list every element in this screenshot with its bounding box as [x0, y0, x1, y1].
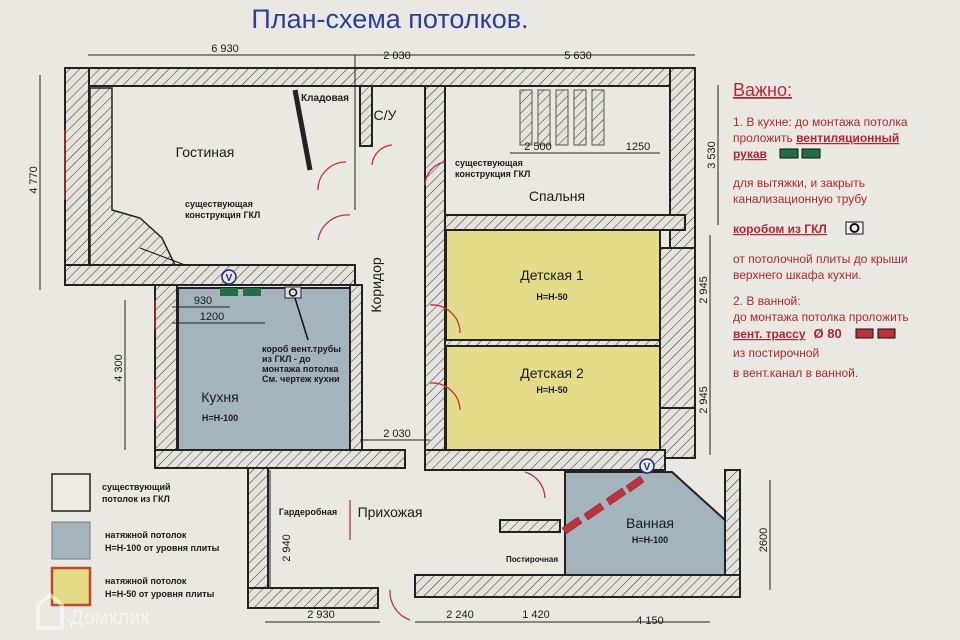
notes-heading: Важно: — [733, 80, 792, 100]
vent-route-red — [561, 475, 645, 535]
pipe-box-icon — [284, 286, 302, 299]
svg-text:натяжной потолок: натяжной потолок — [105, 576, 187, 586]
room-corridor: Коридор — [368, 257, 384, 313]
vent-route-red-icon — [855, 328, 874, 339]
svg-text:проложить вентиляционный: проложить вентиляционный — [733, 131, 899, 145]
svg-text:верхнего шкафа кухни.: верхнего шкафа кухни. — [733, 268, 862, 282]
dim-kitchen-2: 1200 — [200, 311, 224, 323]
svg-text:существующий: существующий — [102, 482, 171, 492]
room-hall: Прихожая — [358, 504, 423, 520]
svg-text:из ГКЛ - до: из ГКЛ - до — [262, 354, 311, 364]
vent-duct-green-icon — [220, 288, 238, 296]
page-title: План-схема потолков. — [251, 4, 528, 34]
existing-gkl-construction — [89, 87, 177, 266]
svg-text:потолок из ГКЛ: потолок из ГКЛ — [102, 494, 170, 504]
dim-bedroom-2: 1250 — [626, 141, 650, 153]
existing-construction-label: существующая — [455, 158, 523, 168]
svg-text:2. В ванной:: 2. В ванной: — [733, 294, 801, 308]
dim-left-1: 4 770 — [28, 166, 40, 194]
svg-text:монтажа потолка: монтажа потолка — [262, 364, 339, 374]
legend: существующий потолок из ГКЛ натяжной пот… — [50, 473, 220, 607]
kids2-ceiling — [445, 345, 661, 451]
vent-marker-icon — [221, 269, 237, 285]
room-laundry: Постирочная — [506, 555, 558, 564]
svg-text:H=H-50 от уровня плиты: H=H-50 от уровня плиты — [105, 589, 215, 599]
room-kids1: Детская 1 — [520, 267, 584, 283]
room-kids2-height: H=H-50 — [536, 385, 567, 395]
dim-wardrobe: 2 940 — [281, 534, 293, 562]
dim-bottom-2: 2 240 — [446, 609, 474, 621]
kitchen-ceiling — [177, 287, 351, 451]
dim-bottom-3: 1 420 — [522, 609, 550, 621]
vent-duct-green-icon — [243, 288, 261, 296]
dim-bedroom-1: 2 500 — [524, 141, 552, 153]
svg-text:в вент.канал в ванной.: в вент.канал в ванной. — [733, 366, 858, 380]
dim-bottom-1: 2 930 — [307, 609, 335, 621]
dim-kitchen-1: 930 — [194, 295, 212, 307]
dimension-lines — [39, 54, 771, 623]
room-bath-height: H=H-100 — [632, 535, 668, 545]
svg-text:1. В кухне: до монтажа потолка: 1. В кухне: до монтажа потолка — [733, 115, 908, 129]
room-kitchen: Кухня — [201, 389, 238, 405]
dim-corridor: 2 030 — [383, 428, 411, 440]
svg-text:конструкция ГКЛ: конструкция ГКЛ — [455, 169, 530, 179]
legend-swatch-existing — [51, 473, 91, 512]
legend-swatch-blue — [51, 521, 91, 560]
walls — [64, 67, 741, 609]
svg-text:от потолочной плиты до крыши: от потолочной плиты до крыши — [733, 252, 908, 266]
doors — [64, 130, 546, 621]
kitchen-box-note: короб вент.трубы — [262, 344, 341, 354]
notes-panel: Важно: 1. В кухне: до монтажа потолка пр… — [733, 80, 909, 380]
bedroom-radiator — [519, 89, 605, 146]
kids1-ceiling — [445, 229, 661, 341]
vent-marker-icon — [639, 458, 655, 474]
svg-text:конструкция ГКЛ: конструкция ГКЛ — [185, 210, 260, 220]
dim-right-1: 3 530 — [706, 141, 718, 169]
vent-duct-green-icon — [801, 148, 821, 159]
svg-text:для вытяжки, и закрыть: для вытяжки, и закрыть — [733, 176, 865, 190]
vent-duct-green-icon — [779, 148, 799, 159]
svg-text:рукав: рукав — [733, 147, 767, 161]
room-kitchen-height: H=H-100 — [202, 413, 238, 423]
dim-left-2: 4 300 — [113, 354, 125, 382]
room-bath: Ванная — [626, 515, 674, 531]
room-wardrobe: Гардеробная — [279, 507, 337, 517]
existing-construction-label: существующая — [185, 199, 253, 209]
room-kids2: Детская 2 — [520, 365, 584, 381]
svg-text:Домклик: Домклик — [70, 607, 149, 629]
svg-text:канализационную трубу: канализационную трубу — [733, 192, 867, 206]
svg-text:V: V — [644, 462, 651, 473]
dim-right-3: 2 945 — [698, 386, 710, 414]
svg-text:См. чертеж кухни: См. чертеж кухни — [262, 374, 340, 384]
watermark: Домклик — [36, 592, 149, 630]
dim-top-1: 6 930 — [211, 43, 239, 55]
dim-right-2: 2 945 — [698, 276, 710, 304]
svg-text:из постирочной: из постирочной — [733, 346, 819, 360]
room-bedroom: Спальня — [529, 188, 585, 204]
svg-text:натяжной потолок: натяжной потолок — [105, 530, 187, 540]
svg-text:H=H-100 от уровня плиты: H=H-100 от уровня плиты — [105, 543, 220, 553]
legend-swatch-yellow — [50, 566, 92, 607]
room-kids1-height: H=H-50 — [536, 292, 567, 302]
svg-text:V: V — [226, 273, 233, 284]
vent-route-red-icon — [877, 328, 896, 339]
room-storage: Кладовая — [301, 93, 349, 104]
dim-top-2: 2 030 — [383, 50, 411, 62]
pipe-box-icon — [845, 221, 864, 235]
svg-text:до монтажа потолка проложить: до монтажа потолка проложить — [733, 310, 909, 324]
dim-right-4: 2600 — [758, 528, 770, 552]
dim-bottom-4: 4 150 — [636, 615, 664, 627]
svg-text:коробом из ГКЛ: коробом из ГКЛ — [733, 222, 827, 236]
room-wc: С/У — [374, 107, 397, 123]
dim-top-3: 5 630 — [564, 50, 592, 62]
room-living: Гостиная — [176, 144, 235, 160]
